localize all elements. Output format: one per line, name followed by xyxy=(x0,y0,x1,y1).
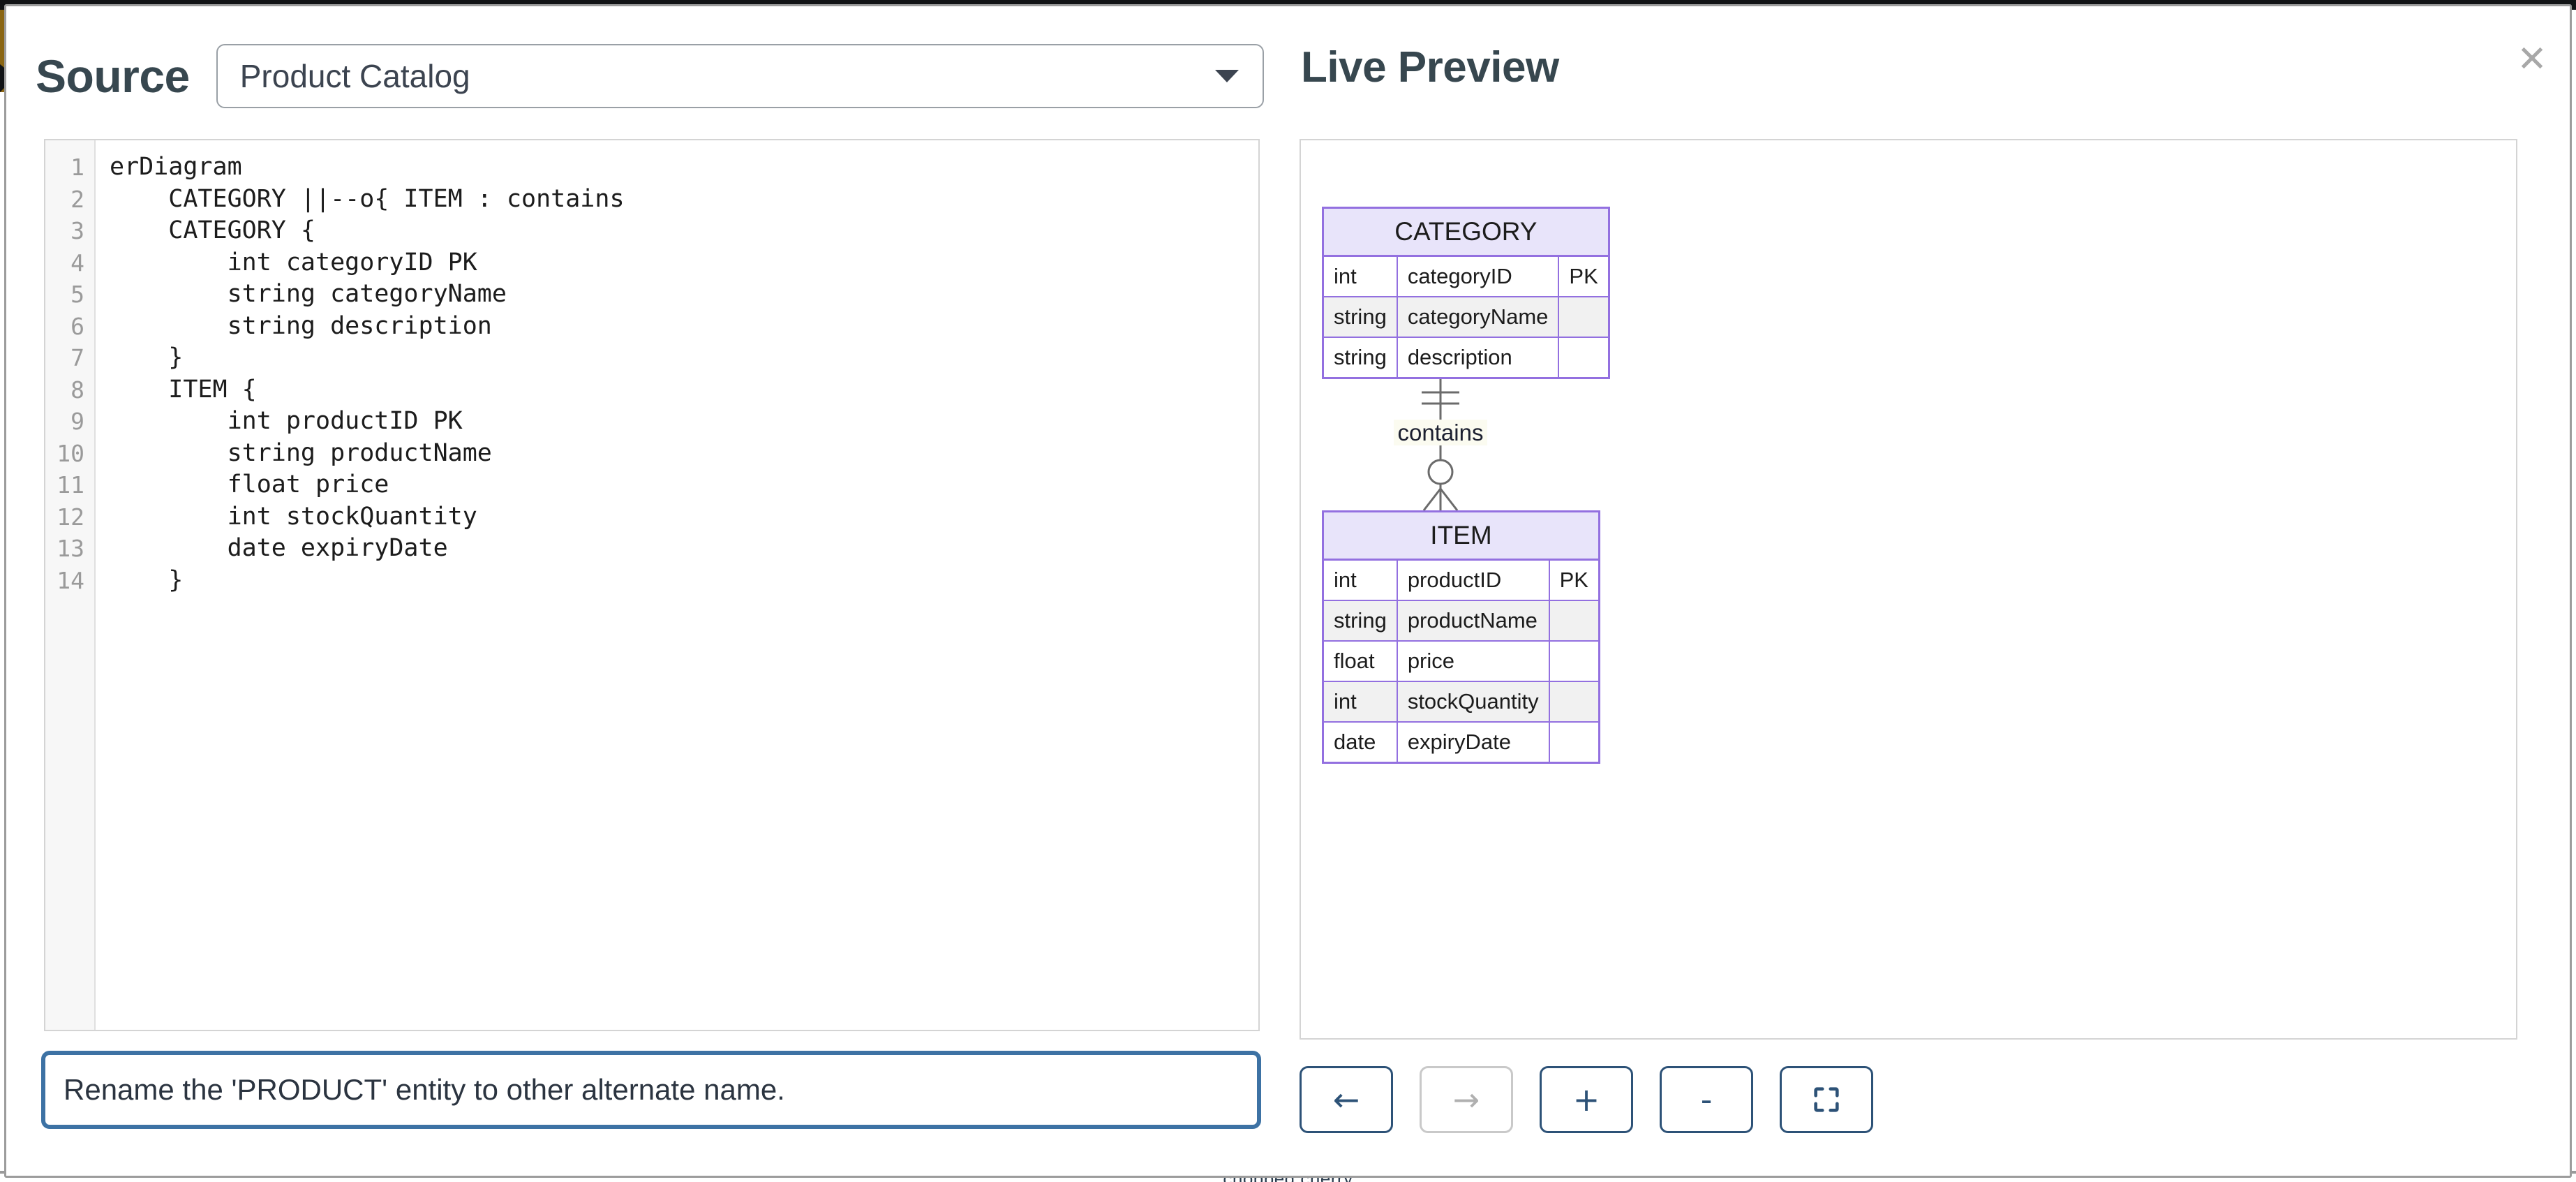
attr-name: expiryDate xyxy=(1396,721,1550,764)
line-number: 3 xyxy=(70,217,84,244)
entity-category-title: CATEGORY xyxy=(1322,207,1610,257)
page-title: Source xyxy=(36,50,190,102)
table-row: string productName xyxy=(1322,600,1600,642)
attr-name: productID xyxy=(1396,559,1550,601)
table-row: string categoryName xyxy=(1322,296,1610,338)
line-number: 1 xyxy=(70,154,84,181)
attr-name: categoryName xyxy=(1396,296,1560,338)
diagram-canvas[interactable]: CATEGORY int categoryID PK string catego… xyxy=(1300,139,2517,1040)
line-number: 10 xyxy=(57,439,84,467)
line-number: 12 xyxy=(57,503,84,531)
relationship-label-text: contains xyxy=(1393,420,1488,445)
diagram-select[interactable]: Product Catalog xyxy=(216,44,1264,108)
code-line: string productName xyxy=(110,438,492,467)
back-button[interactable]: ← xyxy=(1300,1066,1393,1133)
fit-screen-button[interactable] xyxy=(1780,1066,1873,1133)
relationship-connector: contains xyxy=(1322,379,1559,510)
line-number: 6 xyxy=(70,312,84,340)
attr-type: date xyxy=(1322,721,1398,764)
attr-key xyxy=(1558,296,1610,338)
attr-name: description xyxy=(1396,337,1560,379)
code-line: erDiagram xyxy=(110,153,242,181)
table-row: date expiryDate xyxy=(1322,721,1600,764)
preview-toolbar: ← → + - xyxy=(1300,1066,1873,1133)
zoom-in-button[interactable]: + xyxy=(1540,1066,1633,1133)
chevron-down-icon xyxy=(1215,70,1239,82)
line-number: 4 xyxy=(70,249,84,276)
code-line: int stockQuantity xyxy=(110,502,477,531)
relationship-label: contains xyxy=(1322,420,1559,446)
code-line: ITEM { xyxy=(110,375,257,404)
attr-type: int xyxy=(1322,681,1398,723)
line-number: 9 xyxy=(70,408,84,435)
attr-type: string xyxy=(1322,337,1398,379)
code-line: int productID PK xyxy=(110,407,463,435)
code-line: int categoryID PK xyxy=(110,248,477,276)
code-content[interactable]: erDiagram CATEGORY ||--o{ ITEM : contain… xyxy=(96,140,1258,1030)
code-line: } xyxy=(110,343,184,371)
source-header: Source Product Catalog xyxy=(36,43,1264,110)
minus-icon: - xyxy=(1700,1081,1713,1118)
prompt-field-wrapper xyxy=(41,1051,1261,1129)
zoom-out-button[interactable]: - xyxy=(1660,1066,1753,1133)
attr-type: int xyxy=(1322,559,1398,601)
code-line: CATEGORY ||--o{ ITEM : contains xyxy=(110,184,625,213)
attr-key: PK xyxy=(1558,255,1610,297)
close-icon[interactable]: ✕ xyxy=(2512,40,2552,79)
table-row: int productID PK xyxy=(1322,559,1600,601)
attr-type: int xyxy=(1322,255,1398,297)
attr-key xyxy=(1548,600,1600,642)
entity-item[interactable]: ITEM int productID PK string productName xyxy=(1322,510,1600,764)
code-line: date expiryDate xyxy=(110,534,448,562)
line-number: 2 xyxy=(70,185,84,213)
prompt-input[interactable] xyxy=(41,1051,1261,1129)
attr-key xyxy=(1548,681,1600,723)
table-row: string description xyxy=(1322,337,1610,379)
code-line: float price xyxy=(110,471,389,498)
code-line: CATEGORY { xyxy=(110,216,316,244)
attr-name: productName xyxy=(1396,600,1550,642)
code-line: } xyxy=(110,566,184,594)
line-number: 11 xyxy=(57,471,84,498)
attr-type: string xyxy=(1322,296,1398,338)
attr-type: string xyxy=(1322,600,1398,642)
diagram-select-value: Product Catalog xyxy=(239,58,470,94)
table-row: int stockQuantity xyxy=(1322,681,1600,723)
er-diagram: CATEGORY int categoryID PK string catego… xyxy=(1322,207,1610,764)
preview-pane: Live Preview CATEGORY int categoryID PK … xyxy=(1290,6,2570,1176)
line-number: 8 xyxy=(70,376,84,404)
arrow-left-icon: ← xyxy=(1332,1081,1360,1118)
line-number: 7 xyxy=(70,344,84,371)
plus-icon: + xyxy=(1572,1081,1600,1118)
attr-key xyxy=(1548,640,1600,682)
preview-title: Live Preview xyxy=(1301,43,1559,91)
entity-category[interactable]: CATEGORY int categoryID PK string catego… xyxy=(1322,207,1610,379)
table-row: float price xyxy=(1322,640,1600,682)
line-number: 5 xyxy=(70,281,84,308)
entity-item-title: ITEM xyxy=(1322,510,1600,561)
attr-name: categoryID xyxy=(1396,255,1560,297)
code-line: string description xyxy=(110,311,492,340)
forward-button: → xyxy=(1420,1066,1513,1133)
attr-key xyxy=(1558,337,1610,379)
code-line: string categoryName xyxy=(110,280,507,308)
line-number: 14 xyxy=(57,566,84,594)
attr-key xyxy=(1548,721,1600,764)
attr-key: PK xyxy=(1548,559,1600,601)
attr-type: float xyxy=(1322,640,1398,682)
arrow-right-icon: → xyxy=(1452,1081,1480,1118)
line-number: 13 xyxy=(57,535,84,562)
attr-name: price xyxy=(1396,640,1550,682)
table-row: int categoryID PK xyxy=(1322,255,1610,297)
fullscreen-icon xyxy=(1814,1087,1839,1112)
attr-name: stockQuantity xyxy=(1396,681,1550,723)
